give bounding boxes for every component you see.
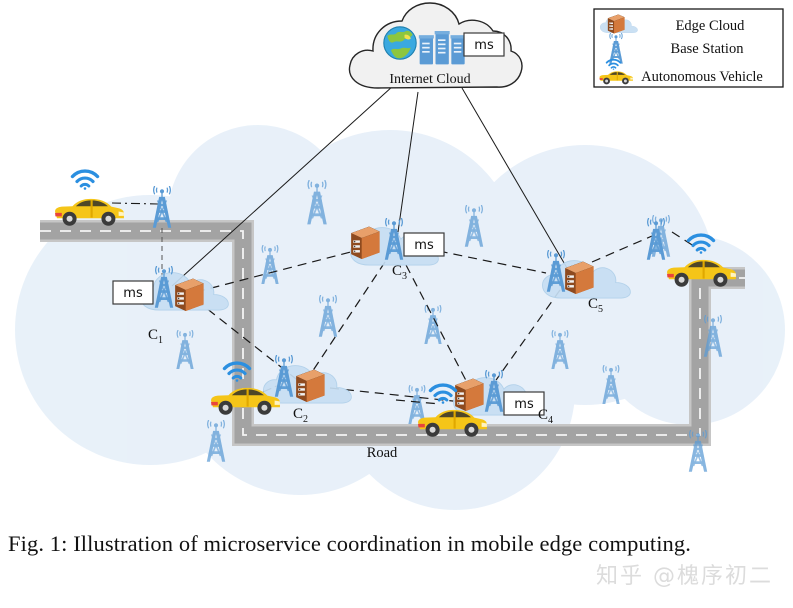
link-c5-bs-right: [591, 235, 653, 263]
ms-badge-label: ms: [123, 286, 143, 301]
internet-cloud[interactable]: ms Internet Cloud: [348, 2, 523, 89]
c3-ms-badge: ms: [403, 232, 445, 257]
figure-caption-area: Fig. 1: Illustration of microservice coo…: [0, 515, 793, 608]
link-c4-vehicle: [395, 399, 441, 405]
ms-badge-label: ms: [414, 238, 434, 253]
legend-item-edge-cloud: Edge Cloud: [600, 14, 745, 34]
edge-node-label: C3: [392, 263, 407, 282]
internet-cloud-ms-badge: ms: [463, 32, 505, 57]
legend-label: Edge Cloud: [676, 18, 746, 34]
figure-caption: Fig. 1: Illustration of microservice coo…: [8, 531, 691, 556]
globe-icon: [383, 26, 417, 60]
ms-badge-label: ms: [514, 397, 534, 412]
legend-label: Base Station: [671, 41, 745, 57]
link-c5-c4: [488, 289, 561, 391]
internet-cloud-label: Internet Cloud: [389, 72, 470, 87]
legend-label: Autonomous Vehicle: [641, 69, 763, 85]
legend-item-base-station: Base Station: [608, 33, 745, 65]
watermark: 知乎 @槐序初二: [596, 564, 773, 589]
legend-item-autonomous-vehicle: Autonomous Vehicle: [599, 58, 763, 85]
link-bs-vehicle-right: [671, 231, 701, 251]
link-c3-c2: [311, 261, 386, 373]
legend: Edge Cloud Base Station Autonomous Vehic…: [593, 8, 784, 88]
edge-node-label: C1: [148, 327, 163, 346]
link-cloud-c5: [461, 87, 568, 269]
link-cloud-c1: [171, 85, 394, 287]
ms-badge-label: ms: [474, 38, 494, 53]
link-c3-c4: [405, 264, 473, 393]
edge-node-c3[interactable]: ms C3: [350, 218, 445, 282]
edge-node-label: C4: [538, 407, 553, 426]
server-rack-icon: [418, 31, 466, 65]
backbone-links: [171, 85, 568, 287]
coverage-circle-extra-1: [168, 125, 348, 305]
c4-ms-badge: ms: [503, 391, 545, 416]
inter-edge-links: [195, 231, 701, 405]
edge-node-label: C5: [588, 296, 603, 315]
edge-node-c2[interactable]: C2: [263, 355, 352, 425]
edge-node-c4[interactable]: ms C4: [453, 370, 553, 426]
figure-canvas: ms Internet Cloud ms C1 C2 ms: [15, 2, 785, 510]
edge-node-c1[interactable]: ms C1: [112, 266, 229, 346]
road-label: Road: [367, 445, 398, 461]
c1-ms-badge: ms: [112, 280, 154, 305]
edge-node-label: C2: [293, 406, 308, 425]
link-vehicle1-bs: [111, 202, 159, 205]
edge-node-c5[interactable]: C5: [542, 250, 631, 315]
link-cloud-c3: [397, 91, 419, 233]
